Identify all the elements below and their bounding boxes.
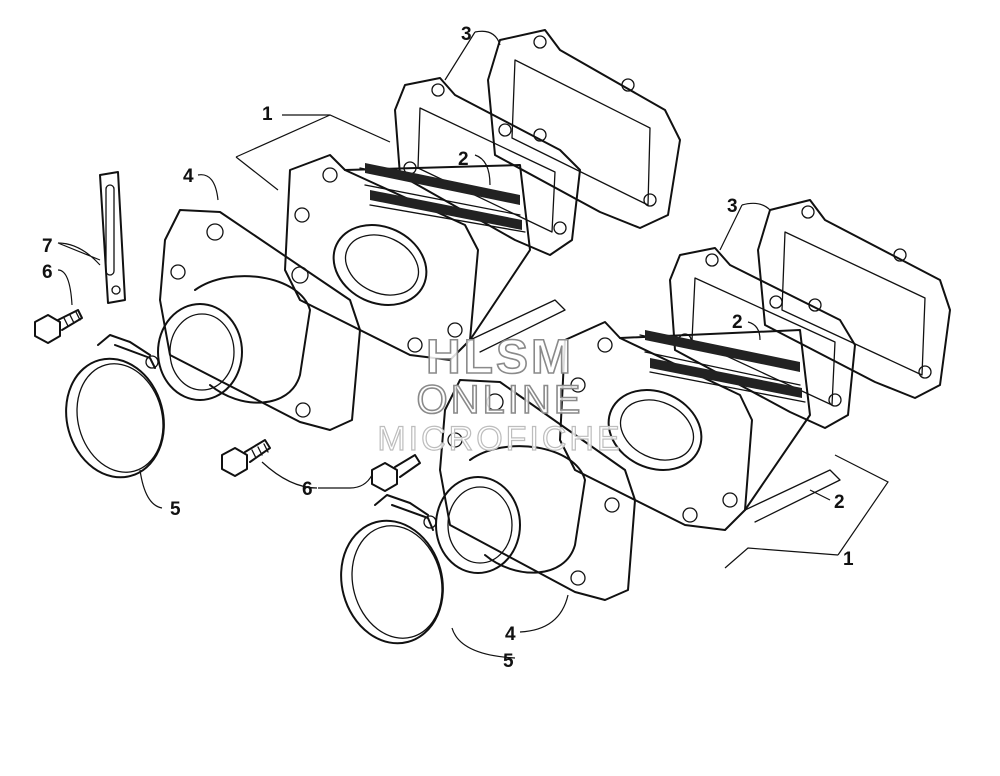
callout-2-left: 2 bbox=[458, 149, 469, 170]
clamp-5-left bbox=[65, 334, 165, 479]
gasket-3-right-rear bbox=[757, 199, 951, 399]
callout-2-right-lower: 2 bbox=[834, 492, 845, 513]
callout-4-left: 4 bbox=[183, 166, 194, 187]
bolt-6-right bbox=[371, 454, 421, 492]
reed-cage-right bbox=[559, 321, 841, 531]
callout-2-right-upper: 2 bbox=[732, 312, 743, 333]
gasket-3-right-front bbox=[669, 247, 856, 429]
callout-4-right: 4 bbox=[505, 624, 516, 645]
reed-cage-left bbox=[284, 154, 566, 361]
callout-5-right: 5 bbox=[503, 651, 514, 672]
callout-1-right: 1 bbox=[843, 549, 854, 570]
watermark-line-1: HLSM bbox=[425, 330, 574, 385]
watermark-line-2: ONLINE bbox=[416, 377, 584, 423]
watermark-line-3: MICROFICHE bbox=[377, 419, 623, 458]
bolt-6-mid bbox=[221, 439, 271, 477]
callout-5-left: 5 bbox=[170, 499, 181, 520]
callout-3-right: 3 bbox=[727, 196, 738, 217]
callout-3-left: 3 bbox=[461, 24, 472, 45]
gasket-3-left-rear bbox=[487, 29, 681, 229]
callout-6-mid: 6 bbox=[302, 479, 313, 500]
intake-manifold-4-right bbox=[435, 379, 636, 601]
intake-manifold-4-left bbox=[157, 209, 361, 431]
callout-1-left: 1 bbox=[262, 104, 273, 125]
bracket-7 bbox=[99, 171, 126, 304]
callout-7: 7 bbox=[42, 236, 53, 257]
leader-lines bbox=[57, 30, 889, 659]
clamp-5-right bbox=[340, 494, 444, 645]
bolt-6-left bbox=[34, 309, 83, 344]
callout-6-left: 6 bbox=[42, 262, 53, 283]
